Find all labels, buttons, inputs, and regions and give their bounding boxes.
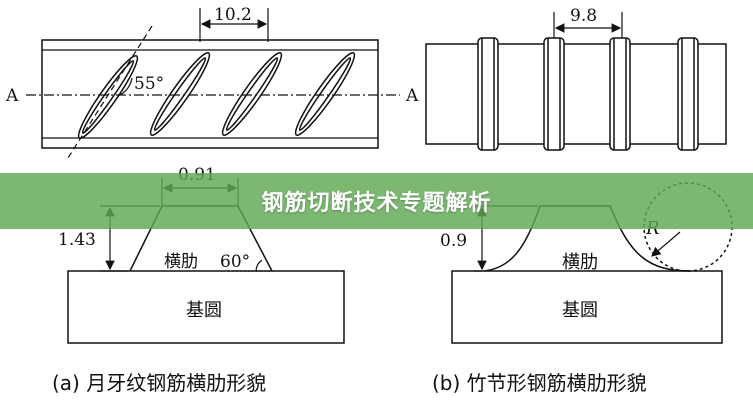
panel-b-caption: (b) 竹节形钢筋横肋形貌 [432, 371, 647, 395]
panel-a-rib-label: 横肋 [164, 252, 198, 272]
panel-a-crescent-ribs [77, 52, 356, 139]
panel-b-rib-height-label: 0.9 [440, 231, 467, 251]
panel-a-angle-label: 55° [134, 74, 164, 94]
panel-a-top-dimension-label: 10.2 [214, 5, 252, 25]
panel-b-bar [425, 37, 727, 151]
panel-a-rib-angle-arc [255, 259, 263, 272]
panel-a-top-dimension [199, 8, 269, 42]
panel-b-base-label: 基圆 [562, 300, 598, 321]
panel-a-slant-axis [67, 25, 153, 159]
panel-b-radius-arrow [651, 231, 681, 257]
panel-b-top-dimension-label: 9.8 [570, 6, 597, 26]
panel-a-rib-angle-label: 60° [220, 252, 250, 272]
panel-b-top-dimension [553, 12, 623, 38]
panel-a-rib-height-label: 1.43 [58, 230, 96, 250]
title-banner: 钢筋切断技术专题解析 [0, 173, 753, 229]
panel-a-caption: (a) 月牙纹钢筋横肋形貌 [52, 371, 266, 395]
panel-b-rib-label: 横肋 [562, 252, 598, 273]
axis-label-right: A [405, 86, 419, 106]
panel-a-base-label: 基圆 [186, 300, 222, 321]
axis-label-left: A [5, 86, 19, 106]
banner-title: 钢筋切断技术专题解析 [261, 191, 492, 216]
panel-a-bar [41, 39, 379, 149]
